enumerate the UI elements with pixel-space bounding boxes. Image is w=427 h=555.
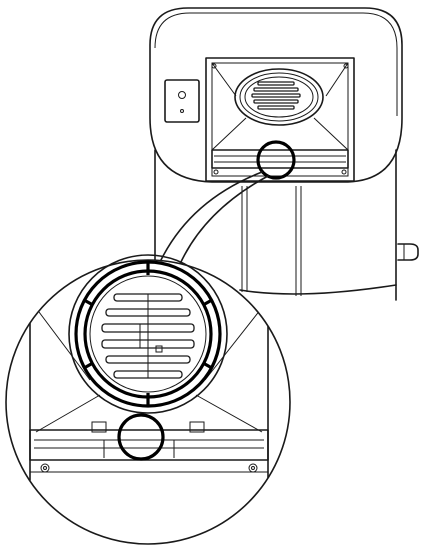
large-grill xyxy=(68,254,228,414)
detail-marker-circle xyxy=(256,140,296,180)
leader-lines xyxy=(159,171,269,265)
label-plate xyxy=(164,79,200,123)
detail-marker-circle-large xyxy=(117,413,165,461)
grill-slots xyxy=(101,293,195,379)
appliance-housing xyxy=(149,7,419,301)
front-panel xyxy=(205,57,355,182)
small-grill xyxy=(234,68,324,126)
